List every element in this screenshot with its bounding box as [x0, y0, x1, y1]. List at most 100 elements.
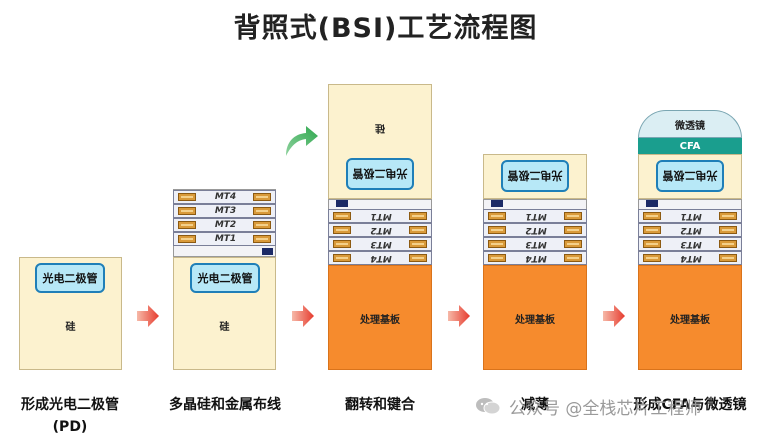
silicon-label: 硅	[375, 122, 385, 133]
metal-layer-row: MT2	[483, 223, 587, 237]
step-1-caption: 形成光电二极管 (PD)	[5, 394, 135, 438]
metal-layer-row: MT1	[638, 209, 742, 223]
substrate-label: 处理基板	[670, 315, 710, 326]
metal-layer-label: MT4	[214, 192, 237, 202]
metal-layer-label: MT3	[214, 206, 237, 216]
flow-arrow-icon	[137, 305, 159, 327]
metal-pad	[643, 254, 661, 262]
flow-arrow-icon	[603, 305, 625, 327]
metal-layer-row: MT3	[638, 237, 742, 251]
metal-pad	[253, 235, 271, 243]
substrate-label: 处理基板	[515, 315, 555, 326]
metal-pad	[564, 254, 582, 262]
color-filter-array: CFA	[638, 138, 742, 154]
silicon-label: 硅	[219, 322, 230, 333]
flow-arrow-icon	[448, 305, 470, 327]
metal-pad	[178, 207, 196, 215]
metal-pad	[178, 193, 196, 201]
metal-pad	[409, 240, 427, 248]
metal-layer-label: MT3	[370, 239, 392, 249]
metal-layer-row: MT3	[483, 237, 587, 251]
metal-layer-label: MT2	[525, 225, 547, 235]
metal-layer-label: MT1	[525, 211, 547, 221]
metal-layer-row: MT1	[483, 209, 587, 223]
metal-layer-label: MT2	[680, 225, 702, 235]
metal-pad	[409, 254, 427, 262]
photodiode: 光电二极管	[656, 160, 724, 192]
metal-layer-row: MT4	[638, 251, 742, 265]
metal-layer-row: MT2	[328, 223, 432, 237]
photodiode: 光电二极管	[346, 158, 414, 190]
metal-pad	[333, 254, 351, 262]
silicon-label: 硅	[65, 322, 76, 333]
metal-pad	[488, 254, 506, 262]
handle-substrate	[328, 265, 432, 370]
handle-substrate	[638, 265, 742, 370]
metal-layer-label: MT4	[525, 253, 547, 263]
wechat-icon	[476, 398, 501, 415]
metal-layer-label: MT4	[370, 253, 392, 263]
photodiode: 光电二极管	[35, 263, 105, 293]
step-1-caption-line1: 形成光电二极管	[21, 397, 119, 413]
poly-via	[491, 200, 503, 207]
metal-pad	[719, 226, 737, 234]
metal-pad	[409, 212, 427, 220]
metal-layer-label: MT4	[680, 253, 702, 263]
poly-via	[262, 248, 273, 255]
step-2-caption: 多晶硅和金属布线	[169, 397, 281, 413]
step-1-caption-line2: (PD)	[52, 419, 88, 435]
metal-pad	[719, 254, 737, 262]
metal-pad	[488, 226, 506, 234]
metal-layer-label: MT2	[370, 225, 392, 235]
metal-layer-row: MT4	[328, 251, 432, 265]
metal-pad	[488, 212, 506, 220]
poly-via	[646, 200, 658, 207]
metal-pad	[564, 226, 582, 234]
poly-via	[336, 200, 348, 207]
metal-pad	[178, 221, 196, 229]
substrate-label: 处理基板	[360, 315, 400, 326]
watermark: 公众号 @全栈芯片工程师	[475, 392, 765, 420]
metal-pad	[333, 212, 351, 220]
metal-layer-row: MT2	[638, 223, 742, 237]
flow-arrow-icon	[292, 305, 314, 327]
metal-layer-label: MT1	[680, 211, 702, 221]
metal-layer-row: MT1	[328, 209, 432, 223]
metal-pad	[333, 226, 351, 234]
metal-pad	[564, 240, 582, 248]
metal-pad	[333, 240, 351, 248]
metal-pad	[643, 226, 661, 234]
metal-pad	[253, 207, 271, 215]
metal-pad	[719, 212, 737, 220]
handle-substrate	[483, 265, 587, 370]
metal-layer-row: MT3	[173, 204, 276, 218]
metal-pad	[178, 235, 196, 243]
metal-layer-label: MT1	[214, 234, 237, 244]
metal-layer-label: MT3	[680, 239, 702, 249]
photodiode: 光电二极管	[190, 263, 260, 293]
watermark-text: 公众号 @全栈芯片工程师	[509, 398, 702, 419]
step-4-caption: 减薄	[521, 397, 549, 413]
metal-pad	[564, 212, 582, 220]
step-3-caption: 翻转和键合	[345, 397, 415, 413]
photodiode: 光电二极管	[501, 160, 569, 192]
step-5-caption: 形成CFA与微透镜	[633, 397, 747, 413]
metal-layer-row: MT4	[173, 190, 276, 204]
metal-pad	[409, 226, 427, 234]
metal-layer-row: MT3	[328, 237, 432, 251]
metal-layer-label: MT3	[525, 239, 547, 249]
metal-layer-row: MT2	[173, 218, 276, 232]
microlens: 微透镜	[638, 110, 742, 138]
metal-layer-row: MT1	[173, 232, 276, 246]
metal-pad	[643, 240, 661, 248]
metal-pad	[643, 212, 661, 220]
metal-layer-label: MT1	[370, 211, 392, 221]
flip-arrow-icon	[286, 126, 318, 156]
metal-pad	[719, 240, 737, 248]
metal-pad	[488, 240, 506, 248]
metal-pad	[253, 193, 271, 201]
page-title: 背照式(BSI)工艺流程图	[233, 13, 538, 44]
metal-layer-label: MT2	[214, 220, 237, 230]
metal-layer-row: MT4	[483, 251, 587, 265]
metal-pad	[253, 221, 271, 229]
